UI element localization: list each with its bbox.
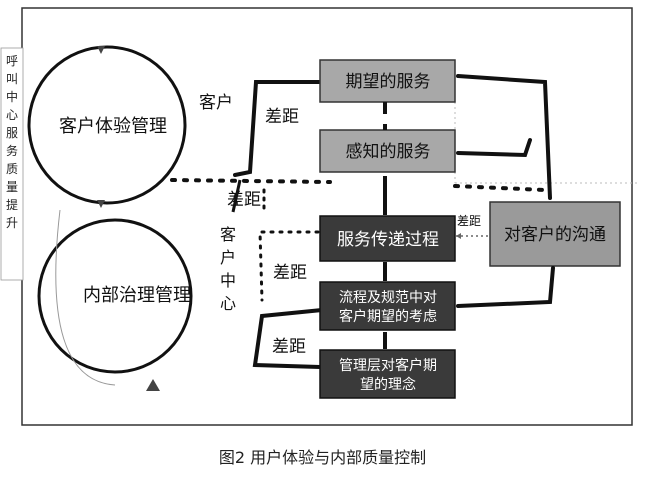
box-expected-service [319, 59, 456, 103]
box-customer-communication [489, 201, 621, 267]
box-perceived-service [319, 129, 456, 173]
triangle-marker-top [97, 46, 105, 54]
box-process-label-line2: 客户期望的考虑 [339, 308, 437, 325]
gap4-label: 差距 [272, 337, 306, 357]
circle-customer-experience [27, 45, 187, 205]
gap4-bracket [252, 308, 324, 369]
figure-caption: 图2 用户体验与内部质量控制 [218, 448, 427, 467]
box-management-philosophy [319, 349, 456, 399]
gap1-bracket [233, 80, 322, 177]
box-process-standards [319, 281, 456, 331]
line-expected-to-communication [456, 74, 552, 200]
box-mgmt-label-line2: 望的理念 [360, 376, 416, 393]
box-expected-label: 期望的服务 [346, 72, 431, 92]
box-delivery-label: 服务传递过程 [337, 230, 439, 250]
line-perceived-to-communication [456, 138, 532, 158]
gap5-arrow [456, 233, 461, 239]
circle-bottom-label: 内部治理管理 [83, 285, 191, 306]
line-process-to-communication [456, 266, 555, 308]
box-delivery-process [319, 215, 456, 262]
side-label-box [0, 47, 24, 281]
box-mgmt-label-line1: 管理层对客户期 [339, 357, 437, 374]
gap2-label: 差距 [227, 190, 261, 210]
gap1-label: 差距 [265, 107, 299, 127]
customer-center-bracket [231, 179, 242, 213]
circle-internal-governance [37, 218, 193, 374]
gap3-label: 差距 [273, 263, 307, 283]
box-communication-label: 对客户的沟通 [504, 225, 606, 245]
right-dotted-guide [454, 72, 640, 184]
triangle-marker-mid [97, 200, 105, 208]
dotted-line-right [453, 184, 547, 192]
circle-top-label: 客户体验管理 [59, 116, 167, 137]
gap3-dotted-bracket [258, 230, 320, 302]
gap5-label: 差距 [457, 214, 481, 228]
customer-label: 客户 [199, 93, 233, 113]
circle-flow-arc [55, 209, 116, 386]
side-label-text: 呼叫中心服务质量提升 [5, 54, 18, 230]
box-process-label-line1: 流程及规范中对 [339, 289, 437, 306]
customer-center-label: 客户中心 [219, 225, 236, 313]
triangle-marker-bottom [146, 379, 160, 391]
box-perceived-label: 感知的服务 [346, 142, 431, 162]
dotted-line-middle [170, 178, 332, 184]
